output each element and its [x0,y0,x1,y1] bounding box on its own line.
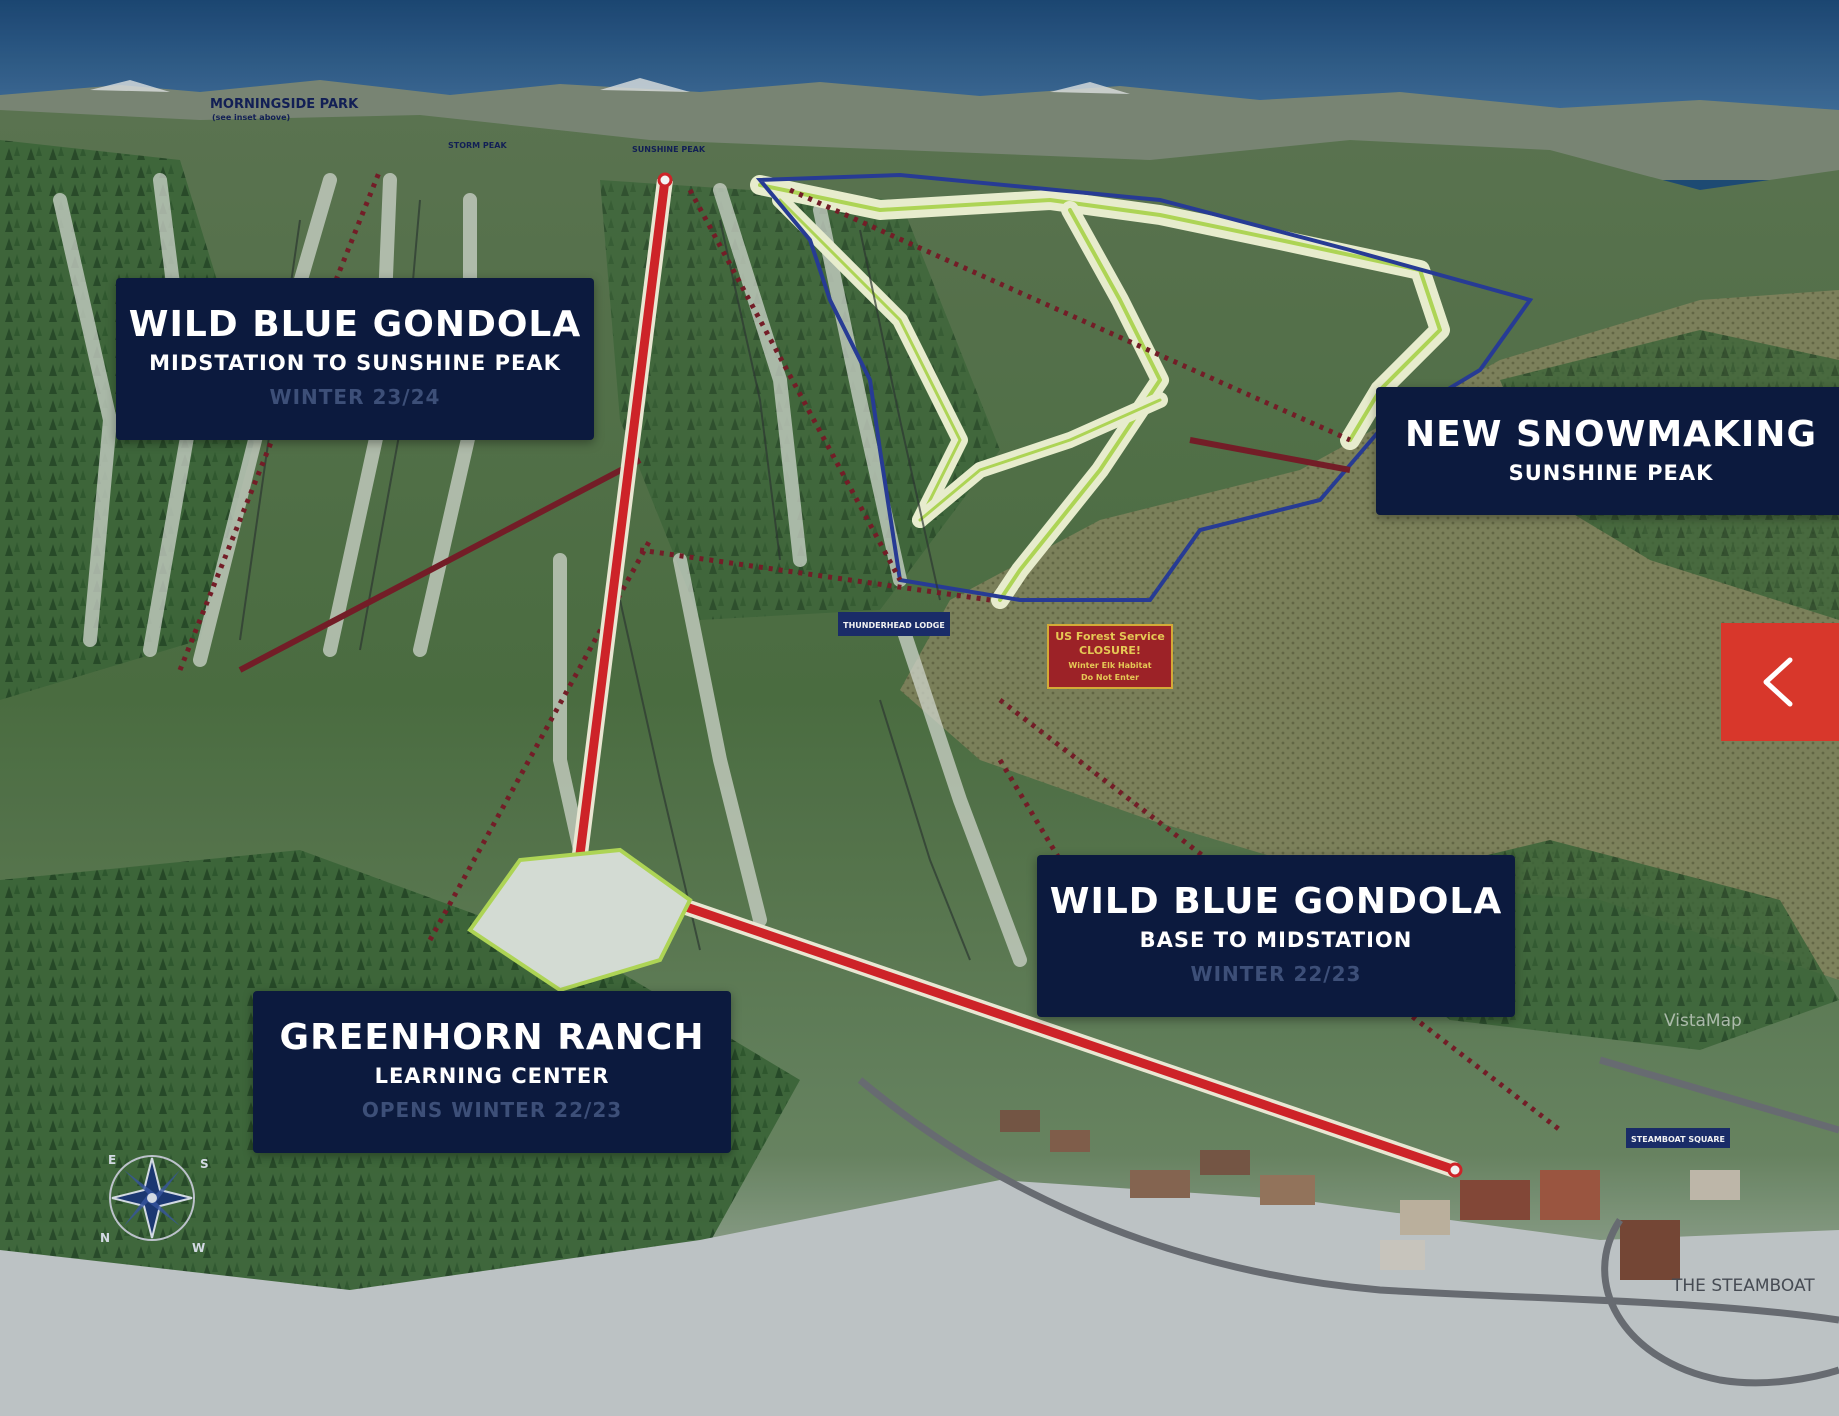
gondola-base-terminal [1447,1162,1463,1178]
forest-service-closure-sign: US Forest Service CLOSURE! Winter Elk Ha… [1047,624,1173,689]
callout-title: GREENHORN RANCH [279,1017,705,1058]
thunderhead-lodge-label: THUNDERHEAD LODGE [843,621,945,630]
forest-center [600,180,1000,620]
svg-text:S: S [200,1157,209,1171]
vistamap-watermark: VistaMap [1664,1011,1742,1031]
callout-subtitle: MIDSTATION TO SUNSHINE PEAK [149,351,561,375]
svg-text:CLOSURE!: CLOSURE! [1079,644,1141,657]
lift-lines [238,437,1351,673]
compass-rose-icon: E S N W [100,1153,209,1255]
callout-gondola-upper: WILD BLUE GONDOLA MIDSTATION TO SUNSHINE… [116,278,594,440]
storm-peak-label: STORM PEAK [448,141,507,150]
chevron-left-icon [1763,657,1793,707]
midstation-area [467,847,693,993]
callout-title: WILD BLUE GONDOLA [128,304,582,345]
svg-text:N: N [100,1231,110,1245]
valley-floor [0,1180,1839,1416]
roads [857,1056,1839,1387]
gondola-top-terminal [657,172,673,188]
callout-title: WILD BLUE GONDOLA [1049,881,1503,922]
the-steamboat-label: THE STEAMBOAT [1671,1276,1815,1296]
sunshine-peak-label: SUNSHINE PEAK [632,145,706,154]
callout-season: WINTER 22/23 [1190,962,1362,986]
morningside-park-sublabel: (see inset above) [212,113,290,122]
svg-text:US Forest Service: US Forest Service [1055,630,1165,643]
svg-text:Winter Elk Habitat: Winter Elk Habitat [1068,661,1151,670]
callout-subtitle: LEARNING CENTER [374,1064,610,1088]
svg-text:Do Not Enter: Do Not Enter [1081,673,1139,682]
snowmaking-runs [750,175,1450,609]
previous-button[interactable] [1721,623,1839,741]
callout-season: WINTER 23/24 [269,385,441,409]
callout-subtitle: BASE TO MIDSTATION [1139,928,1413,952]
area-boundary [755,172,1534,602]
svg-text:W: W [192,1241,205,1255]
callout-subtitle: SUNSHINE PEAK [1508,461,1714,485]
morningside-park-label: MORNINGSIDE PARK [210,97,359,112]
callout-gondola-lower: WILD BLUE GONDOLA BASE TO MIDSTATION WIN… [1037,855,1515,1017]
callout-title: NEW SNOWMAKING [1405,414,1817,455]
callout-greenhorn-ranch: GREENHORN RANCH LEARNING CENTER OPENS WI… [253,991,731,1153]
base-village [1000,1110,1740,1280]
svg-text:E: E [108,1153,116,1167]
callout-season: OPENS WINTER 22/23 [361,1098,623,1122]
steamboat-square-label: STEAMBOAT SQUARE [1631,1135,1725,1144]
callout-snowmaking: NEW SNOWMAKING SUNSHINE PEAK [1376,387,1839,515]
